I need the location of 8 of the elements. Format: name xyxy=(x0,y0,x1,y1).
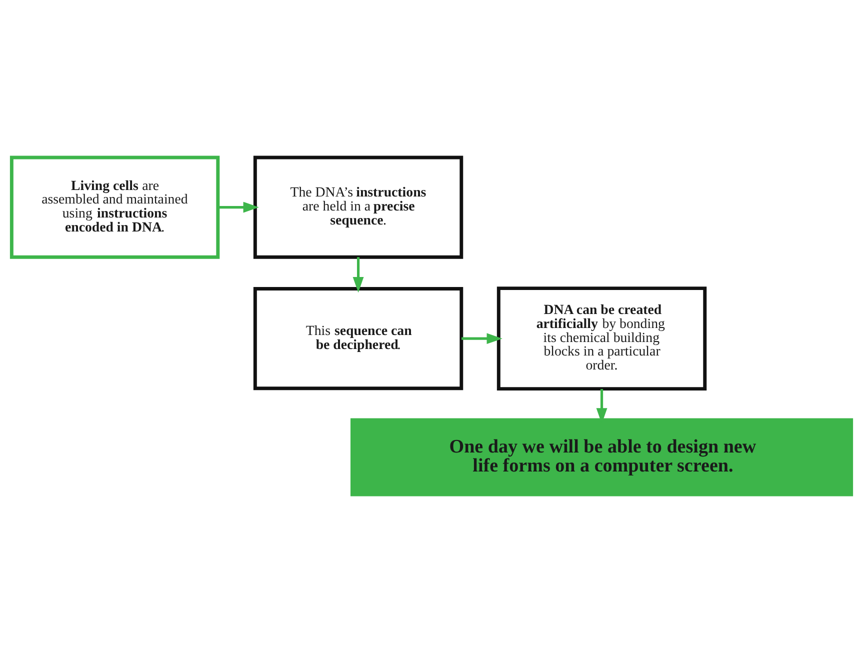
node-box: One day we will be able to design new life forms on a computer screen. xyxy=(350,418,854,496)
arrow xyxy=(461,332,502,344)
arrow xyxy=(352,256,364,292)
node-box: DNA can be created artificially by bonding its chemical building blocks in a particular order. xyxy=(496,286,707,390)
node-box: Living cells are assembled and maintained using instructions encoded in DNA. xyxy=(10,155,220,258)
node-box: The DNA’s instructions are held in a precise sequence. xyxy=(253,155,464,258)
node-box: This sequence can be deciphered. xyxy=(253,286,464,390)
arrow xyxy=(218,201,259,212)
